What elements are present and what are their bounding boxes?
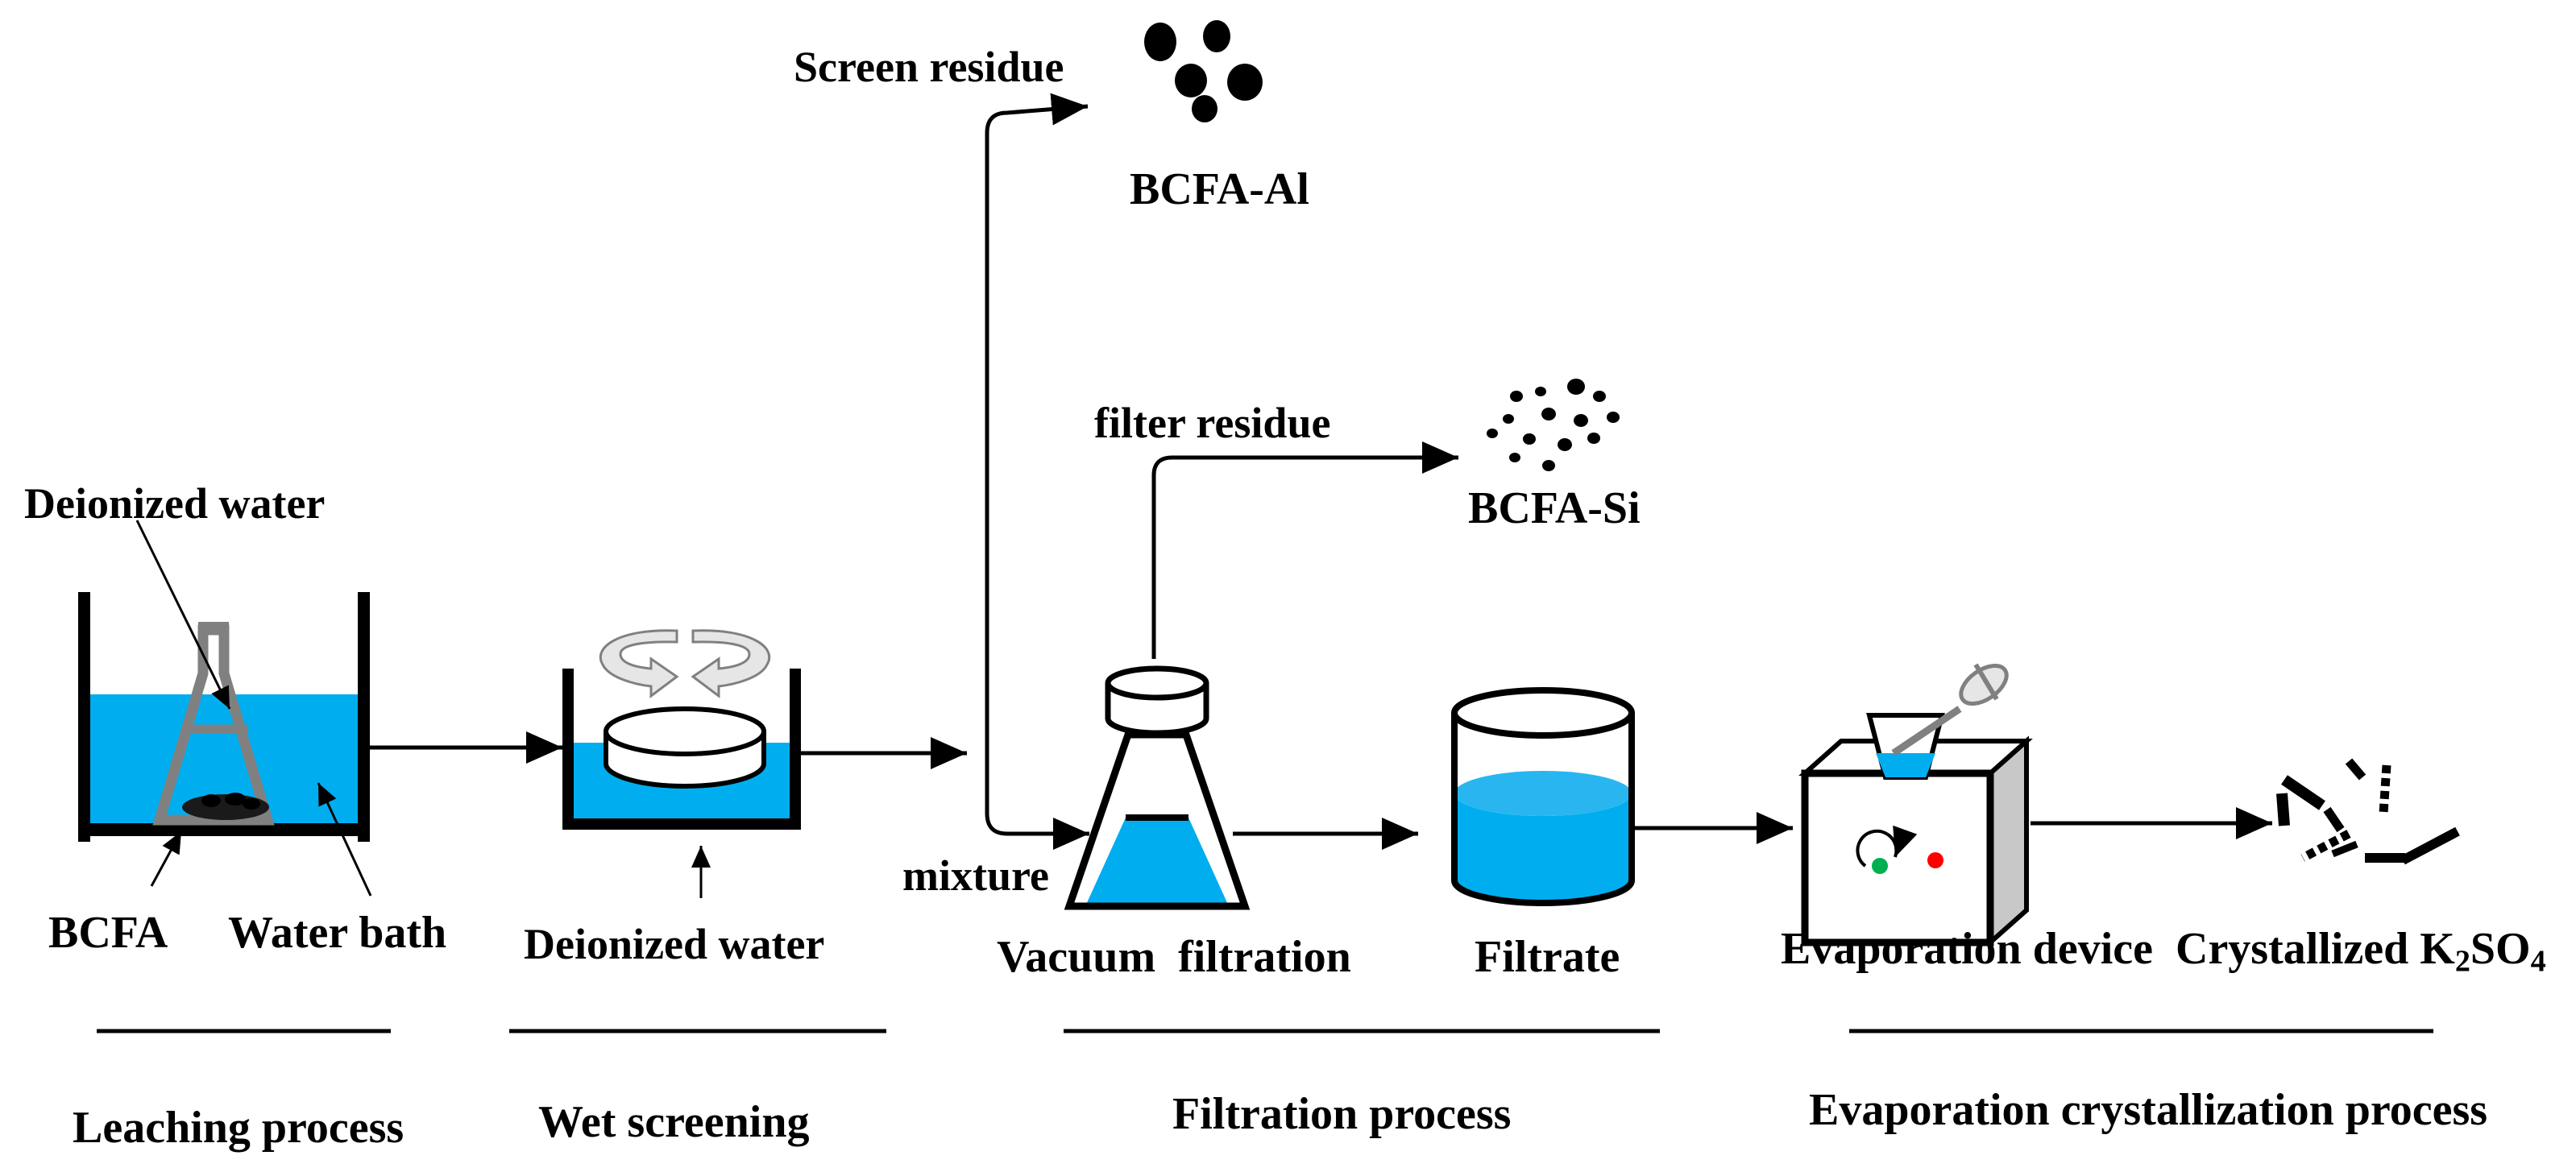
pointer-deionized-water <box>135 520 231 710</box>
flow-arrow-mixture <box>985 813 1089 850</box>
label-water-bath: Water bath <box>228 908 447 958</box>
label-bcfa: BCFA <box>48 908 168 958</box>
stage-label-evaporation: Evaporation crystallization process <box>1809 1085 2488 1135</box>
label-filter-residue: filter residue <box>1094 399 1331 447</box>
vacuum-filtration-flask <box>1064 665 1251 910</box>
pointer-water-bath <box>317 782 372 897</box>
crystals-icon <box>2276 758 2460 865</box>
label-mixture: mixture <box>902 851 1049 900</box>
rotation-arrows-icon <box>599 629 771 698</box>
stage-label-filtration: Filtration process <box>1172 1089 1512 1139</box>
flow-arrow-filter-residue <box>1151 441 1458 659</box>
bcfa-al-particles <box>1144 20 1263 122</box>
filtrate-beaker <box>1451 687 1635 906</box>
bcfa-pile <box>182 793 269 820</box>
label-vacuum-filtration: Vacuum filtration <box>997 932 1351 982</box>
label-bcfa-al: BCFA-Al <box>1130 164 1309 214</box>
bcfa-si-particles <box>1487 379 1620 471</box>
pointer-bcfa <box>150 830 183 887</box>
label-evaporation-device: Evaporation device <box>1781 924 2153 974</box>
label-deionized-water-top: Deionized water <box>24 479 326 528</box>
label-crystallized-k2so4: Crystallized K2SO4 <box>2176 924 2546 979</box>
stage-label-wet-screening: Wet screening <box>538 1097 810 1147</box>
label-screen-residue: Screen residue <box>794 43 1064 91</box>
label-filtrate: Filtrate <box>1475 932 1620 982</box>
screen-sieve <box>604 706 766 789</box>
stage-label-leaching: Leaching process <box>73 1103 404 1153</box>
leaching-flask <box>152 622 275 826</box>
label-bcfa-si: BCFA-Si <box>1468 483 1641 533</box>
flow-arrow-screen-residue <box>985 93 1089 814</box>
label-deionized-water-bottom: Deionized water <box>524 920 825 968</box>
evaporation-device <box>1798 663 2033 948</box>
